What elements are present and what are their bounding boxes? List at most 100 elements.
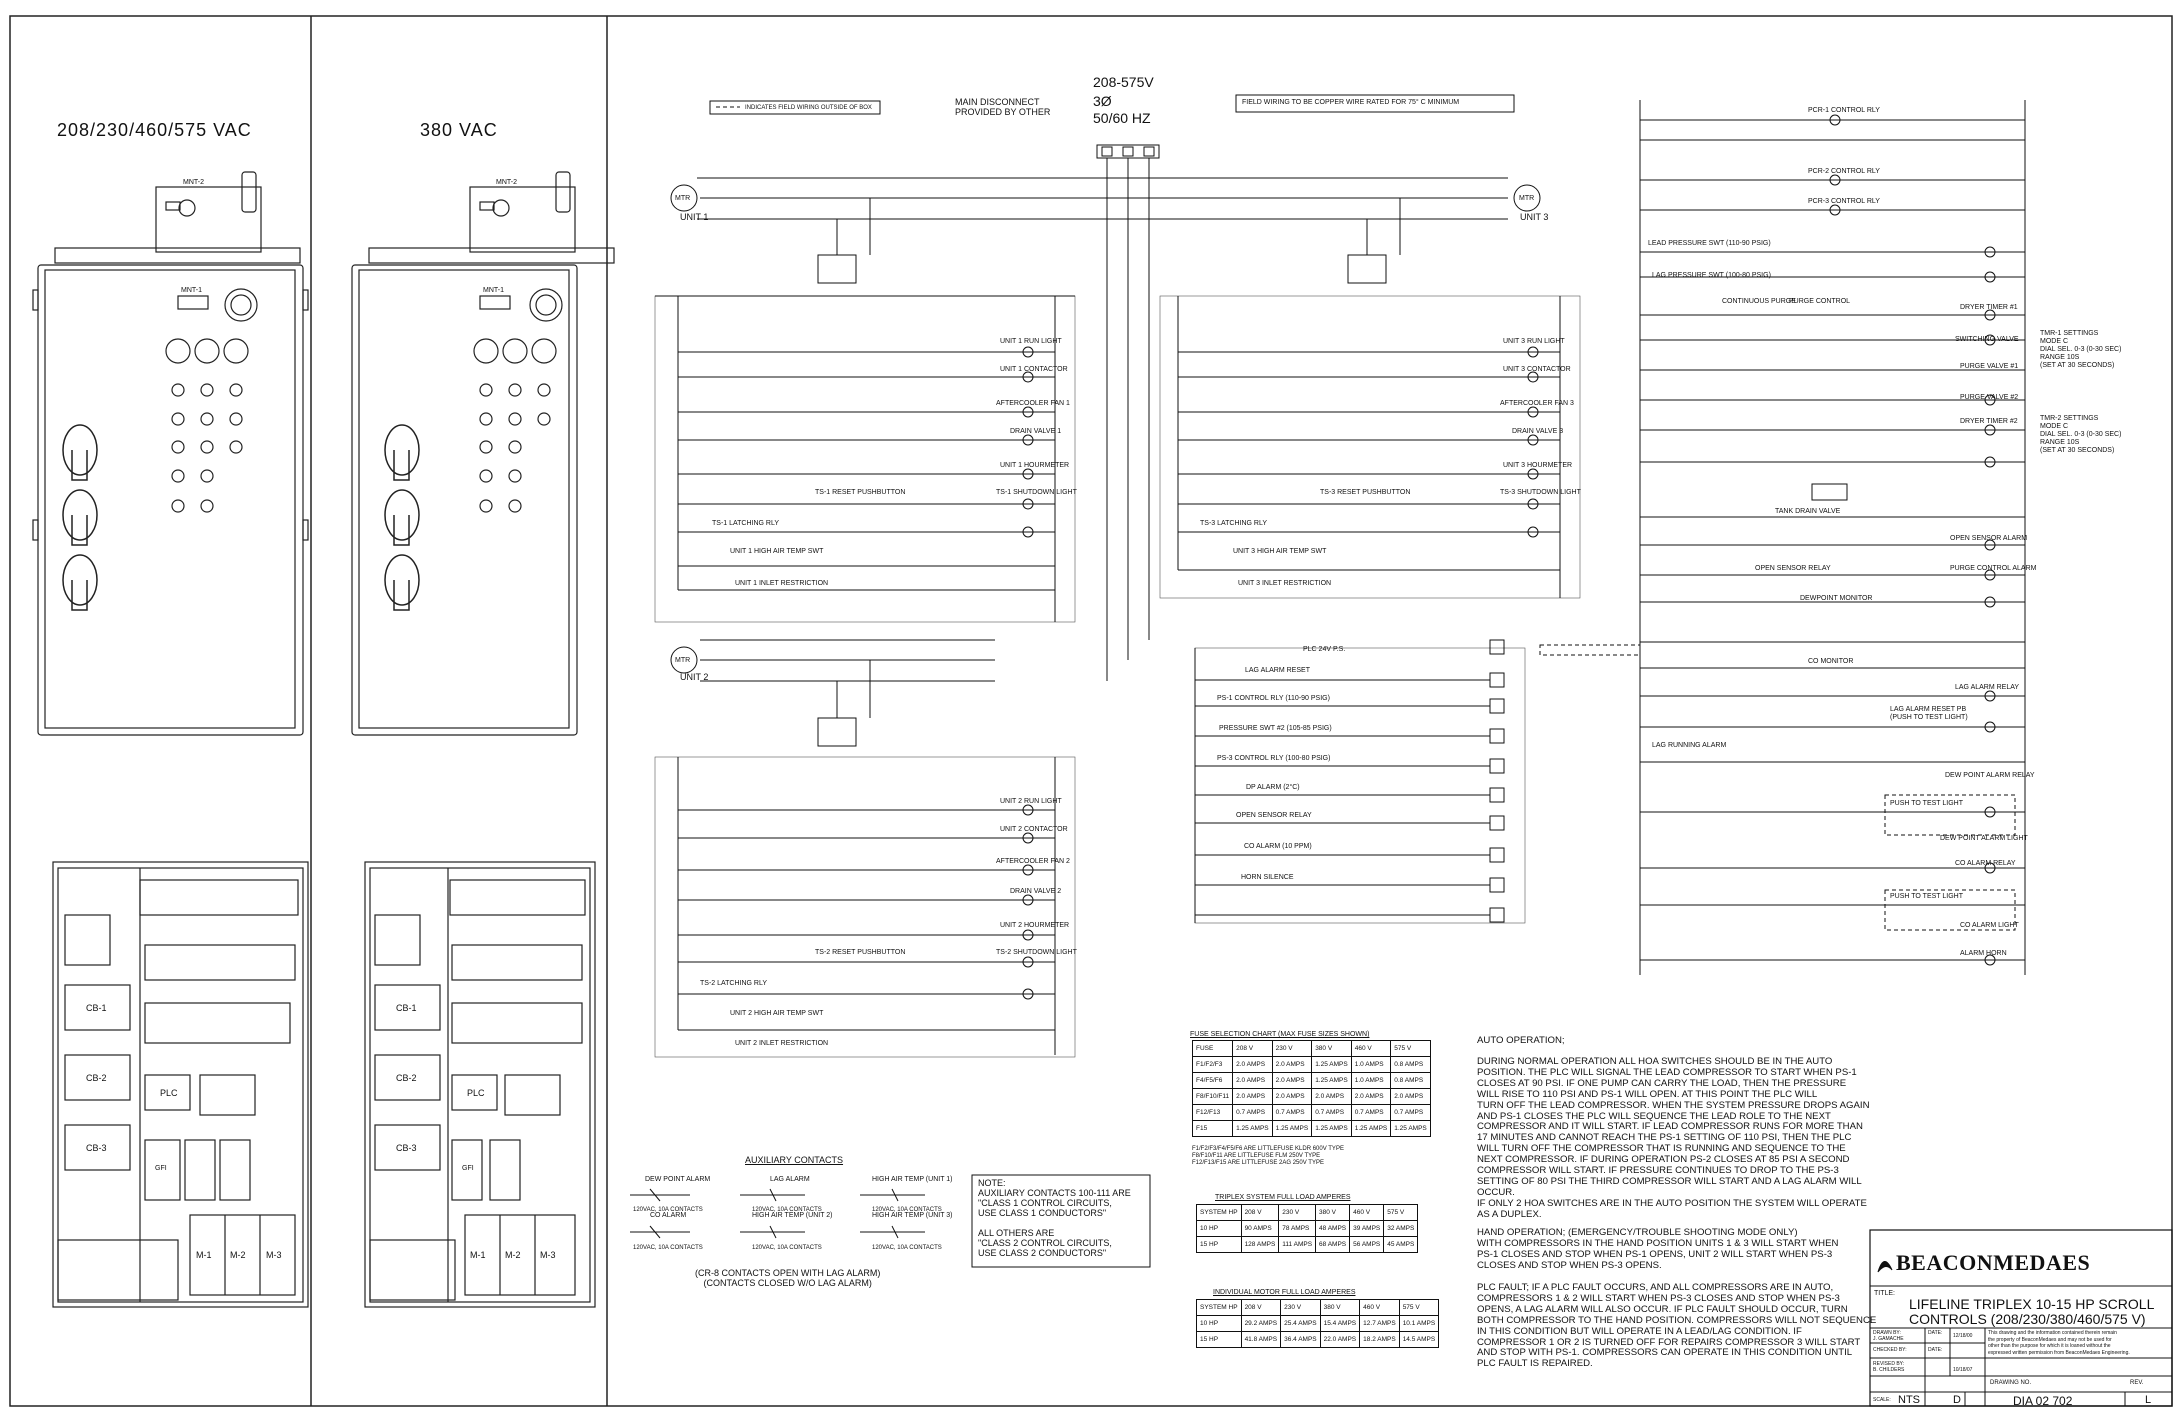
motor-unit1-label: MTR (675, 195, 691, 202)
u1-hourmeter: UNIT 1 HOURMETER (1000, 462, 1070, 469)
purge-control: PURGE CONTROL (1789, 298, 1851, 305)
table-cell: 1.25 AMPS (1271, 1120, 1313, 1137)
plc-power-supply: PLC 24V P.S. (1303, 646, 1346, 653)
u3-high-air: UNIT 3 HIGH AIR TEMP SWT (1233, 548, 1327, 555)
open-sensor: OPEN SENSOR RELAY (1236, 812, 1312, 819)
enc-mid-cb2: CB-2 (396, 1073, 417, 1083)
table-cell: 230 V (1278, 1204, 1317, 1221)
aux-rating-6: 120VAC, 10A CONTACTS (872, 1245, 942, 1251)
table-cell: 460 V (1349, 1204, 1385, 1221)
scale-label: SCALE: (1873, 1397, 1891, 1403)
horn-silence: HORN SILENCE (1241, 874, 1294, 881)
voltage-label: 208-575V (1093, 74, 1154, 90)
revised-date: 10/18/07 (1953, 1367, 1973, 1373)
table-cell: 45 AMPS (1383, 1236, 1419, 1253)
enc-mid-m2: M-2 (505, 1250, 521, 1260)
table-cell: 15.4 AMPS (1319, 1315, 1361, 1332)
table-cell: 460 V (1359, 1299, 1400, 1316)
tmr2-settings: TMR-2 SETTINGS MODE C DIAL SEL. 0-3 (0-3… (2040, 415, 2122, 454)
enc-left-gfi: GFI (155, 1165, 167, 1172)
class-note: NOTE: AUXILIARY CONTACTS 100-111 ARE "CL… (978, 1178, 1131, 1258)
table-cell: F4/F5/F6 (1191, 1072, 1234, 1089)
table-cell: 1.25 AMPS (1350, 1120, 1392, 1137)
hz-label: 50/60 HZ (1093, 110, 1151, 126)
table-cell: 2.0 AMPS (1271, 1088, 1313, 1105)
table-cell: 2.0 AMPS (1271, 1056, 1313, 1073)
panel-label-left: 208/230/460/575 VAC (57, 120, 252, 140)
enc-mid-gfi: GFI (462, 1165, 474, 1172)
table-cell: SYSTEM HP (1196, 1204, 1242, 1221)
enc-left-plc: PLC (160, 1088, 178, 1098)
rev-label: REV. (2130, 1380, 2144, 1386)
main-disconnect-note: MAIN DISCONNECT PROVIDED BY OTHER (955, 97, 1051, 117)
motor-unit3-label: MTR (1519, 195, 1535, 202)
table-cell: 0.8 AMPS (1390, 1072, 1431, 1089)
ts3-reset: TS-3 RESET PUSHBUTTON (1320, 489, 1411, 496)
alarm-horn: ALARM HORN (1960, 950, 2007, 957)
enc-left-m2: M-2 (230, 1250, 246, 1260)
table-cell: F8/F10/F11 (1191, 1088, 1234, 1105)
aux-dew-point: DEW POINT ALARM (645, 1176, 711, 1183)
title-label: TITLE: (1874, 1290, 1896, 1297)
ts2-reset: TS-2 RESET PUSHBUTTON (815, 949, 906, 956)
revised-by-label: REVISED BY: (1873, 1361, 1905, 1367)
table-cell: 48 AMPS (1315, 1220, 1351, 1237)
phase-label: 3Ø (1093, 93, 1112, 109)
table-cell: 575 V (1390, 1040, 1431, 1057)
table-cell: 10 HP (1196, 1315, 1242, 1332)
enc-left-cb2: CB-2 (86, 1073, 107, 1083)
co-alarm-relay: CO ALARM RELAY (1955, 860, 2016, 867)
aux-rating-5: 120VAC, 10A CONTACTS (752, 1245, 822, 1251)
table-cell: 25.4 AMPS (1280, 1315, 1321, 1332)
table-cell: 2.0 AMPS (1232, 1056, 1273, 1073)
confidential-text: This drawing and the information contain… (1988, 1330, 2130, 1356)
table-cell: 0.7 AMPS (1271, 1104, 1313, 1121)
table-cell: 2.0 AMPS (1311, 1088, 1352, 1105)
table-cell: 29.2 AMPS (1240, 1315, 1282, 1332)
table-cell: 1.25 AMPS (1311, 1072, 1352, 1089)
co-alarm-light: CO ALARM LIGHT (1960, 922, 2019, 929)
table-cell: 2.0 AMPS (1390, 1088, 1431, 1105)
dp-alarm: DP ALARM (2°C) (1246, 784, 1300, 791)
drawn-date: 12/18/00 (1953, 1333, 1973, 1339)
checked-date-label: DATE: (1928, 1347, 1943, 1353)
pressure-swt2: PRESSURE SWT #2 (105-85 PSIG) (1219, 725, 1332, 732)
enc-mid-m3: M-3 (540, 1250, 556, 1260)
table-cell: F1/F2/F3 (1191, 1056, 1234, 1073)
table-cell: 1.25 AMPS (1390, 1120, 1431, 1137)
motor-fla-title: INDIVIDUAL MOTOR FULL LOAD AMPERES (1213, 1289, 1356, 1296)
table-cell: 90 AMPS (1240, 1220, 1280, 1237)
u3-hourmeter: UNIT 3 HOURMETER (1503, 462, 1573, 469)
enc-mid-mnt1: MNT-1 (483, 287, 504, 294)
enc-left-cb3: CB-3 (86, 1143, 107, 1153)
table-cell: 460 V (1350, 1040, 1392, 1057)
field-wiring-legend: INDICATES FIELD WIRING OUTSIDE OF BOX (745, 105, 872, 111)
table-cell: 0.7 AMPS (1232, 1104, 1273, 1121)
dew-point-light: DEW POINT ALARM LIGHT (1940, 835, 2028, 842)
aux-contacts-title: AUXILIARY CONTACTS (745, 1155, 844, 1165)
aux-high-air-3: HIGH AIR TEMP (UNIT 3) (872, 1212, 953, 1219)
enc-left-cb1: CB-1 (86, 1003, 107, 1013)
u2-high-air: UNIT 2 HIGH AIR TEMP SWT (730, 1010, 824, 1017)
aux-rating-1: 120VAC, 10A CONTACTS (633, 1207, 703, 1213)
purge-valve1: PURGE VALVE #1 (1960, 363, 2019, 370)
open-sensor-alarm: OPEN SENSOR ALARM (1950, 535, 2028, 542)
aux-lag-alarm: LAG ALARM (770, 1176, 810, 1183)
scale-value: NTS (1898, 1394, 1920, 1406)
lead-pressure-swt: LEAD PRESSURE SWT (110-90 PSIG) (1648, 240, 1771, 247)
aux-high-air-2: HIGH AIR TEMP (UNIT 2) (752, 1212, 833, 1219)
table-cell: 380 V (1315, 1204, 1351, 1221)
ts3-latching: TS-3 LATCHING RLY (1200, 520, 1268, 527)
pcr3-relay: PCR-3 CONTROL RLY (1808, 198, 1880, 205)
table-cell: 0.8 AMPS (1390, 1056, 1431, 1073)
fuse-footnote: F1/F2/F3/F4/F5/F6 ARE LITTLEFUSE KLDR 60… (1192, 1146, 1344, 1166)
table-cell: 1.0 AMPS (1350, 1056, 1392, 1073)
table-cell: 78 AMPS (1278, 1220, 1317, 1237)
aux-rating-4: 120VAC, 10A CONTACTS (633, 1245, 703, 1251)
table-cell: F15 (1191, 1120, 1234, 1137)
ts2-shutdown: TS-2 SHUTDOWN LIGHT (996, 949, 1077, 956)
table-cell: F12/F13 (1191, 1104, 1234, 1121)
auto-operation-title: AUTO OPERATION; (1477, 1035, 1565, 1046)
